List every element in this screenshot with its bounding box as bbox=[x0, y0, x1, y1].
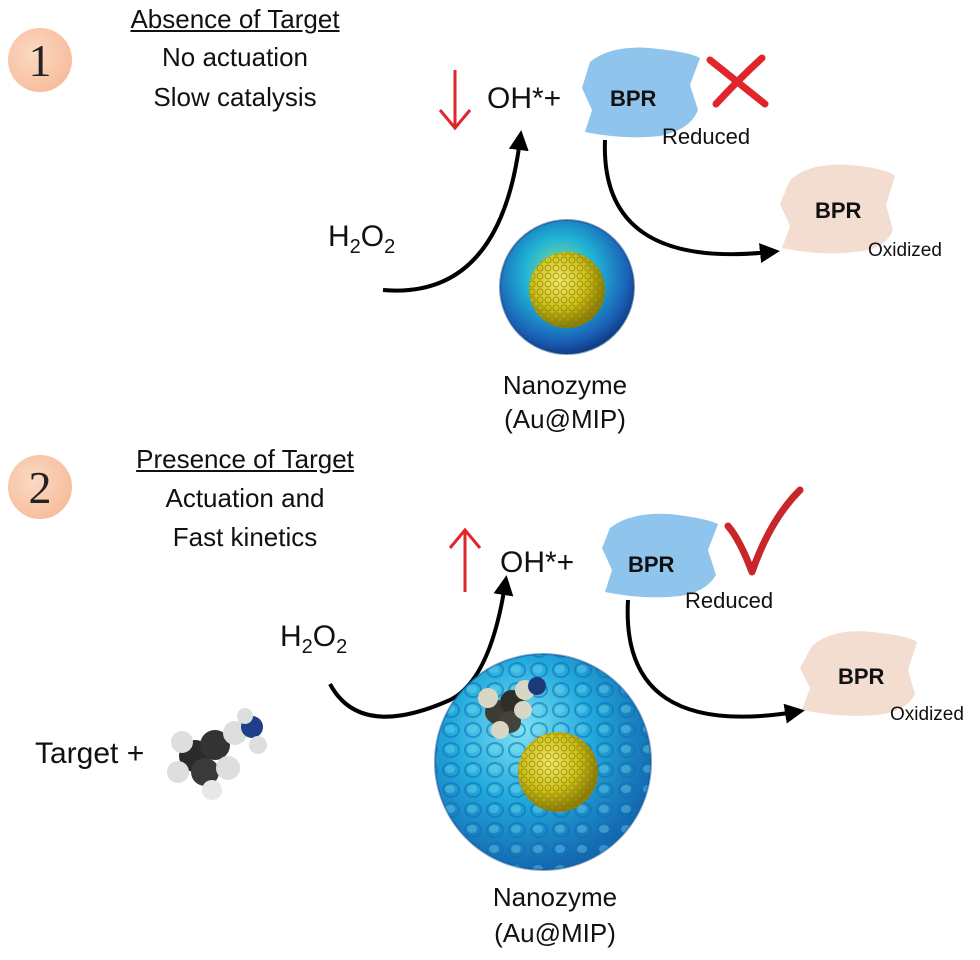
nanozyme-particle-small bbox=[499, 219, 635, 355]
panel1-line2: Slow catalysis bbox=[153, 82, 317, 112]
nanozyme-label-2: Nanozyme bbox=[492, 882, 618, 912]
oxidized-label-1: Oxidized bbox=[868, 240, 942, 261]
step-number-2: 2 bbox=[8, 455, 72, 519]
bpr-reduced-label-1: BPR bbox=[610, 86, 657, 111]
h2o2-label-1: H2O2 bbox=[328, 220, 396, 258]
reduced-to-oxidized-arrow bbox=[602, 139, 780, 263]
h2o2-to-oh-arrow-2 bbox=[328, 575, 514, 719]
bound-target-molecule bbox=[478, 677, 546, 739]
step-number-1: 1 bbox=[8, 28, 72, 92]
nanozyme-formula-1: (Au@MIP) bbox=[504, 404, 626, 434]
cross-icon bbox=[706, 54, 769, 108]
panel1-heading: Absence of Target bbox=[130, 4, 340, 34]
panel1-line1: No actuation bbox=[162, 42, 308, 72]
reduced-label-1: Reduced bbox=[662, 124, 751, 149]
reduced-label-2: Reduced bbox=[685, 588, 774, 613]
oxidized-label-2: Oxidized bbox=[890, 704, 964, 725]
bpr-reduced-ribbon bbox=[582, 47, 700, 138]
bpr-oxidized-label-2: BPR bbox=[838, 664, 885, 689]
bpr-oxidized-label-1: BPR bbox=[815, 198, 862, 223]
increase-arrow-icon bbox=[448, 527, 482, 592]
target-label: Target + bbox=[35, 737, 145, 770]
target-molecule bbox=[167, 708, 267, 800]
nanozyme-formula-2: (Au@MIP) bbox=[494, 918, 616, 948]
panel2-line1: Actuation and bbox=[165, 483, 325, 513]
reduced-to-oxidized-arrow-2 bbox=[625, 599, 805, 724]
bpr-oxidized-ribbon bbox=[780, 164, 895, 254]
panel2-line2: Fast kinetics bbox=[172, 522, 318, 552]
decrease-arrow-icon bbox=[438, 70, 472, 131]
bpr-reduced-label-2: BPR bbox=[628, 552, 675, 577]
checkmark-icon bbox=[724, 486, 804, 576]
oh-species-1: OH*+ bbox=[487, 82, 562, 115]
oh-species-2: OH*+ bbox=[500, 546, 575, 579]
bpr-reduced-ribbon-2 bbox=[602, 513, 718, 598]
h2o2-to-oh-arrow bbox=[382, 130, 529, 293]
nanozyme-label-1: Nanozyme bbox=[502, 370, 628, 400]
h2o2-label-2: H2O2 bbox=[280, 620, 348, 658]
bpr-oxidized-ribbon-2 bbox=[800, 631, 917, 716]
panel2-heading: Presence of Target bbox=[136, 444, 354, 474]
